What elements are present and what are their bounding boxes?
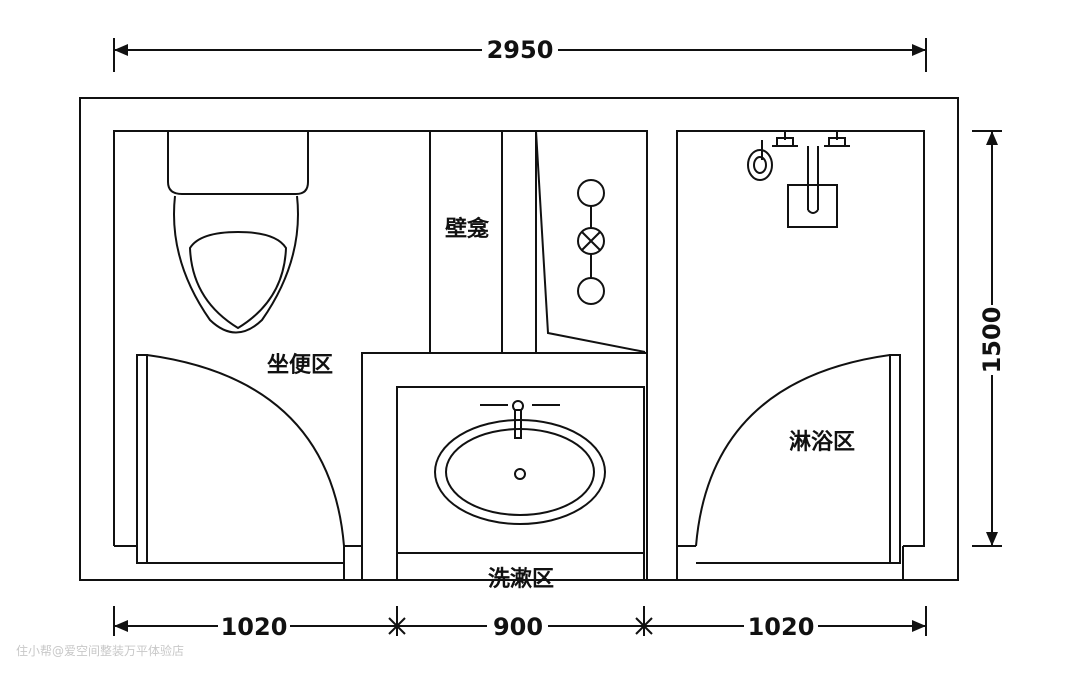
dimension-total-width [113, 38, 927, 72]
sink-icon [434, 400, 606, 525]
dimension-segments [113, 606, 927, 636]
zone-label-toilet: 坐便区 [267, 353, 333, 378]
dimension-total-height-label: 1500 [978, 307, 1006, 374]
toilet-door-swing [146, 354, 345, 547]
closet-diagonal [535, 130, 646, 353]
zone-label-niche: 壁龛 [445, 216, 490, 242]
watermark: 住小帮@爱空间整装万平体验店 [16, 643, 184, 658]
shower-room-wall [676, 130, 925, 547]
shower-door-swing [695, 354, 891, 547]
dimension-toilet-width-label: 1020 [221, 613, 288, 641]
dimension-shower-width-label: 1020 [748, 613, 815, 641]
dimension-wash-width-label: 900 [493, 613, 543, 641]
dimension-total-height [972, 130, 1002, 547]
partition-wall [501, 130, 537, 354]
toilet-icon [167, 131, 309, 334]
wash-area-wall [361, 386, 645, 580]
zone-label-wash: 洗漱区 [488, 566, 554, 592]
dimension-total-width-label: 2950 [487, 36, 554, 64]
zone-label-shower: 淋浴区 [789, 429, 855, 455]
shower-head-icon [747, 131, 850, 228]
valve-icon [577, 179, 605, 305]
outer-wall [79, 97, 959, 581]
